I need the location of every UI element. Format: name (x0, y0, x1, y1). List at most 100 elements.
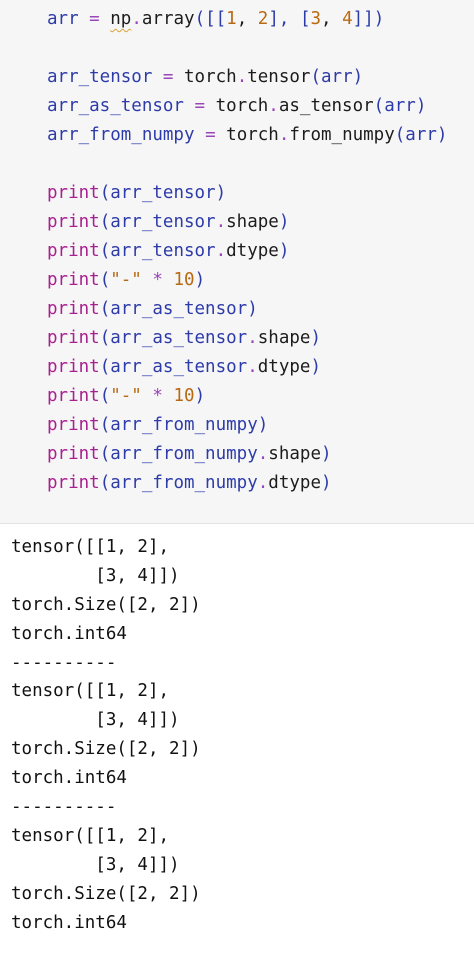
code-token (195, 125, 206, 145)
code-token: arr_tensor (110, 183, 216, 203)
code-token: ], [ (268, 9, 311, 29)
code-token: "-" (110, 270, 142, 290)
code-line: print(arr_tensor.shape) (47, 208, 447, 237)
code-token: print (47, 328, 100, 348)
code-token: dtype (268, 473, 321, 493)
code-token: ( (99, 270, 111, 290)
output-line: torch.Size([2, 2]) (11, 594, 201, 615)
code-token: torch (226, 125, 279, 145)
code-token: . (247, 328, 258, 348)
code-token: arr (384, 96, 416, 116)
code-blank-line (47, 150, 447, 179)
code-token: 10 (173, 270, 195, 290)
code-token: . (257, 473, 269, 493)
code-token: ([[ (194, 9, 227, 29)
code-line: print(arr_tensor.dtype) (47, 237, 447, 266)
output-line: ---------- (11, 797, 117, 818)
code-token (216, 125, 227, 145)
code-blank-line (47, 34, 447, 63)
output-line: tensor([[1, 2], (11, 825, 170, 846)
code-token: arr_as_tensor (110, 328, 248, 348)
code-line: print("-" * 10) (47, 266, 447, 295)
code-token: arr_from_numpy (110, 444, 258, 464)
code-token: ) (320, 444, 332, 464)
code-token: ( (310, 67, 321, 87)
code-token: . (131, 9, 142, 29)
output-line: tensor([[1, 2], (11, 537, 170, 557)
code-line: arr_as_tensor = torch.as_tensor(arr) (47, 92, 447, 121)
code-token (163, 270, 174, 290)
code-line: print(arr_from_numpy.dtype) (47, 469, 447, 498)
code-line: arr_tensor = torch.tensor(arr) (47, 63, 447, 92)
code-token: ) (278, 241, 290, 261)
code-token: ) (247, 299, 258, 319)
code-line: print(arr_from_numpy) (47, 411, 447, 440)
code-token: "-" (110, 386, 142, 406)
code-token: ( (99, 444, 111, 464)
code-line: print(arr_as_tensor.dtype) (47, 353, 447, 382)
code-token (100, 9, 111, 29)
code-token: 10 (173, 386, 195, 406)
code-token (152, 67, 163, 87)
code-token: shape (226, 212, 279, 232)
code-token: print (47, 473, 100, 493)
code-token: arr (47, 9, 79, 29)
code-token: 3 (310, 9, 322, 29)
code-token: ( (99, 386, 111, 406)
code-token: np (110, 9, 132, 29)
code-token: ) (415, 96, 427, 116)
output-line: torch.int64 (11, 623, 127, 644)
code-token: torch (184, 67, 237, 87)
code-token: arr_from_numpy (110, 473, 258, 493)
code-token: ( (373, 96, 385, 116)
output-line: torch.int64 (11, 768, 127, 789)
code-token: as_tensor (278, 96, 374, 116)
code-token: shape (268, 444, 321, 464)
code-token: = (194, 96, 206, 116)
code-token (142, 270, 153, 290)
code-token: print (47, 183, 100, 203)
code-token: ( (394, 125, 406, 145)
code-line: print(arr_as_tensor.shape) (47, 324, 447, 353)
code-token: arr_as_tensor (47, 96, 184, 116)
code-token: ) (194, 270, 206, 290)
code-token: print (47, 212, 100, 232)
code-token: ) (436, 125, 448, 145)
code-line: print(arr_tensor) (47, 179, 447, 208)
code-token: arr_tensor (47, 67, 153, 87)
code-token: dtype (226, 241, 279, 261)
code-token: from_numpy (289, 125, 395, 145)
code-token: ) (257, 415, 269, 435)
output-line: [3, 4]]) (11, 565, 180, 586)
code-token: array (141, 9, 195, 29)
code-token: arr_from_numpy (110, 415, 258, 435)
code-token: ( (99, 473, 111, 493)
code-token: ( (99, 328, 111, 348)
code-token: ) (320, 473, 332, 493)
output-line: ---------- (11, 652, 117, 673)
output-line: tensor([[1, 2], (11, 681, 170, 702)
output-line: torch.Size([2, 2]) (11, 883, 201, 904)
code-token: . (247, 357, 258, 377)
code-token: . (236, 67, 248, 87)
code-token: arr_tensor (110, 241, 216, 261)
code-cell[interactable]: arr = np.array([[1, 2], [3, 4]])arr_tens… (0, 0, 474, 524)
code-line: print("-" * 10) (47, 382, 447, 411)
code-token: print (47, 270, 100, 290)
code-token: ) (215, 183, 227, 203)
code-token: print (47, 415, 100, 435)
code-token: . (278, 125, 290, 145)
output-line: [3, 4]]) (11, 710, 180, 731)
code-token (163, 386, 174, 406)
code-token: arr (321, 67, 353, 87)
code-token: = (162, 67, 174, 87)
code-token: * (152, 270, 163, 290)
code-token (142, 386, 153, 406)
code-token (184, 96, 195, 116)
code-token: arr_as_tensor (110, 299, 248, 319)
code-token: ( (99, 183, 111, 203)
code-line: arr = np.array([[1, 2], [3, 4]]) (47, 5, 447, 34)
code-editor[interactable]: arr = np.array([[1, 2], [3, 4]])arr_tens… (47, 5, 447, 498)
code-token: 1 (226, 9, 237, 29)
code-token: , (321, 9, 343, 29)
